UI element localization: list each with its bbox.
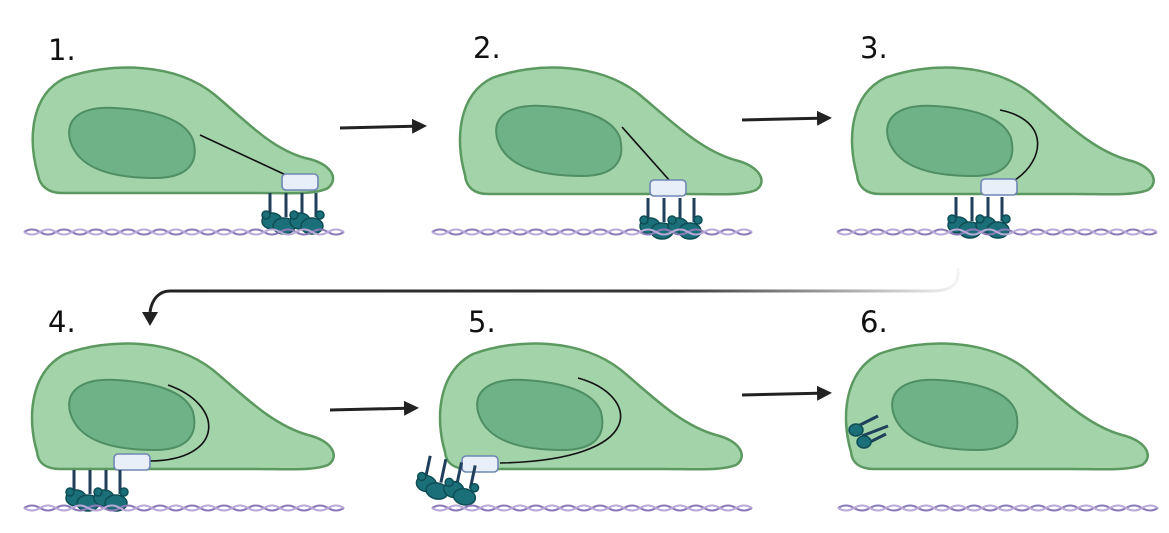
actin-tether: [621, 126, 671, 182]
step-3-label: 3.: [860, 31, 888, 65]
step-2: 2.: [431, 31, 763, 241]
nucleus: [886, 104, 1014, 178]
step-5-label: 5.: [468, 305, 496, 339]
arrow-2-to-3: [741, 110, 832, 126]
actin-tether: [499, 377, 622, 464]
internalized-integrins: [848, 414, 889, 449]
step-4: 4.: [23, 305, 345, 513]
step-5: 5.: [412, 305, 753, 512]
arrow-4-to-5: [329, 400, 419, 416]
substrate-fiber: [23, 228, 345, 236]
adhesion-plaque: [281, 173, 319, 191]
adhesion-plaque: [461, 455, 499, 473]
actin-tether: [199, 134, 289, 177]
adhesion-plaque: [980, 178, 1018, 196]
step-1-label: 1.: [48, 33, 76, 67]
nucleus: [68, 106, 196, 180]
step-3: 3.: [836, 31, 1158, 240]
adhesion-plaque: [113, 453, 151, 471]
adhesion-plaque: [649, 179, 687, 197]
actin-tether: [999, 109, 1039, 181]
nucleus: [476, 378, 604, 452]
step-6-label: 6.: [860, 305, 888, 339]
substrate-fiber: [837, 504, 1159, 512]
actin-tether: [149, 384, 210, 462]
arrow-1-to-2: [339, 118, 427, 134]
step-2-label: 2.: [473, 31, 501, 65]
step-4-label: 4.: [48, 305, 76, 339]
nucleus: [891, 378, 1019, 452]
arrow-5-to-6: [741, 385, 832, 401]
integrin-cluster: [260, 191, 326, 236]
arrow-3-to-4: [148, 267, 960, 313]
nucleus: [68, 378, 196, 452]
substrate-fiber: [23, 504, 345, 512]
substrate-fiber: [431, 504, 753, 512]
arrow-3-to-4-head: [142, 312, 158, 326]
step-1: 1.: [23, 33, 345, 236]
nucleus: [495, 104, 623, 178]
substrate-fiber: [431, 228, 753, 236]
step-6: 6.: [837, 305, 1159, 512]
